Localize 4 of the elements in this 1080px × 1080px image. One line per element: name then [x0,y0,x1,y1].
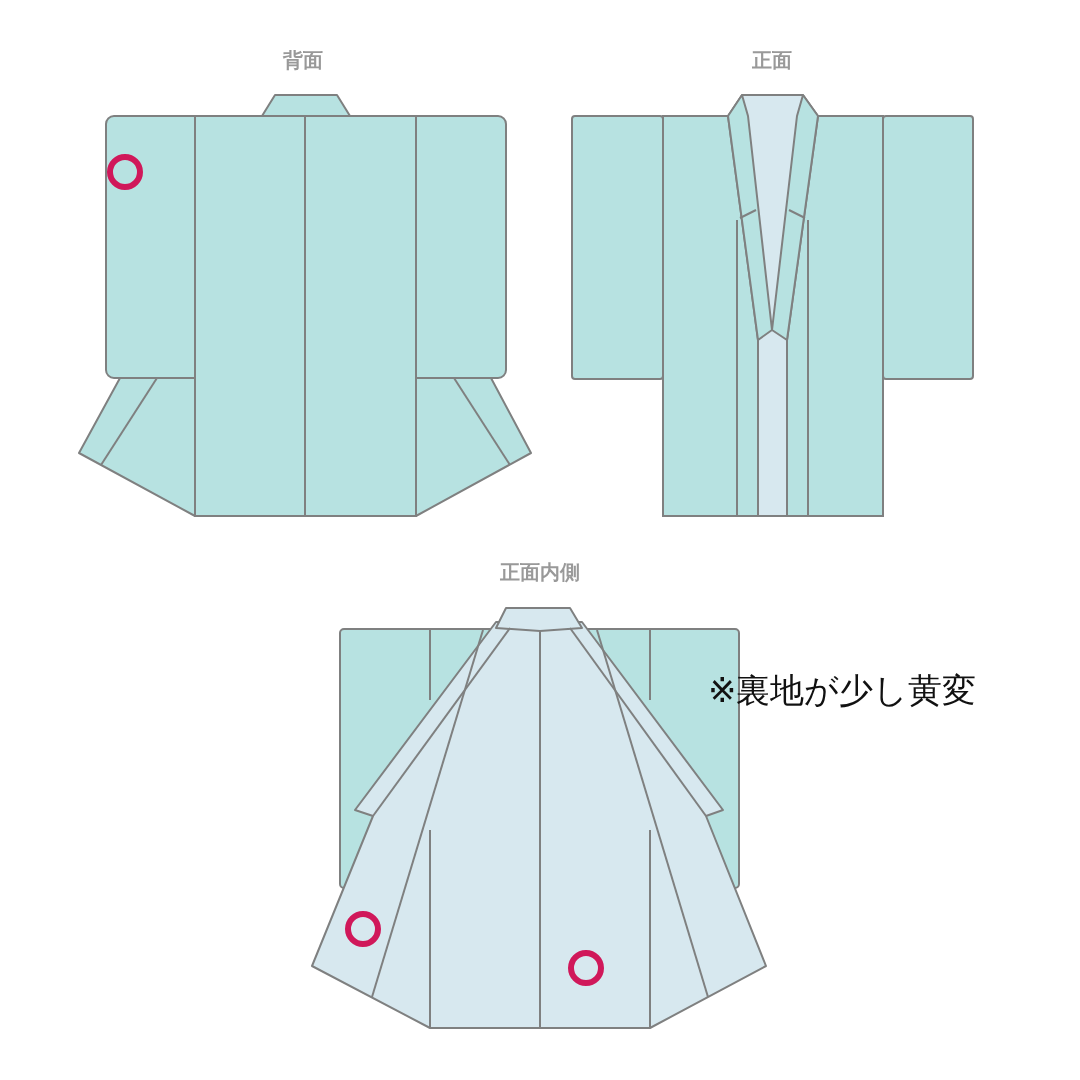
note-text: ※裏地が少し黄変 [708,670,977,710]
heading: 正面 [752,48,792,72]
heading: 背面 [283,48,323,72]
heading: 正面内側 [500,560,580,584]
